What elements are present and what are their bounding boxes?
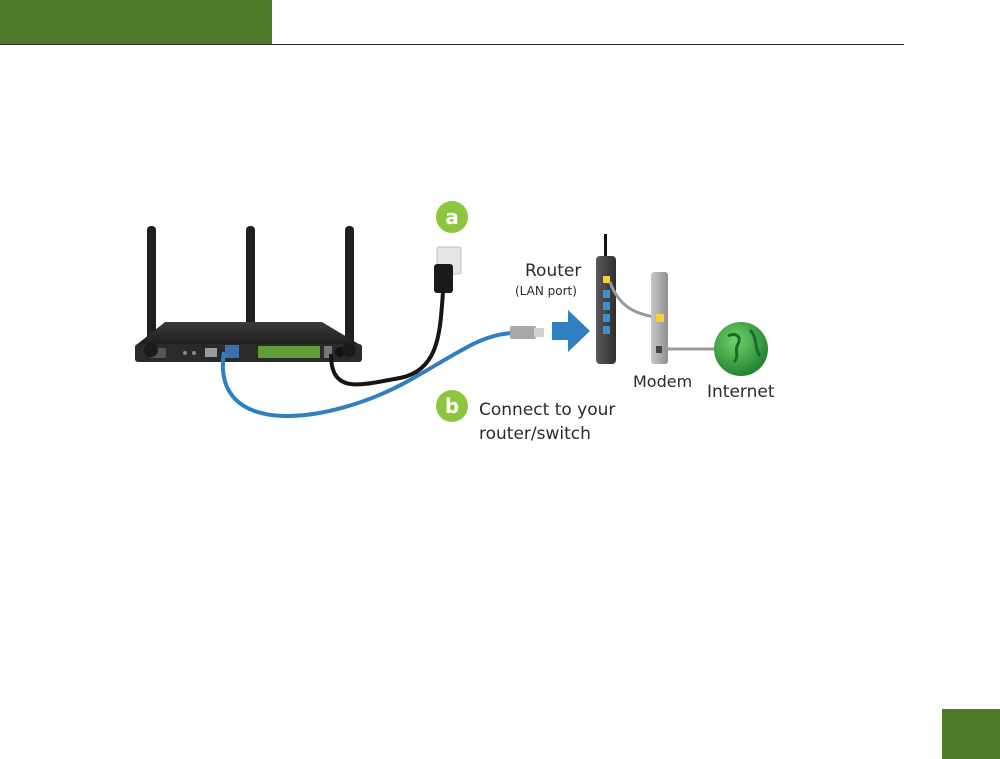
connect-instruction-line2: router/switch <box>479 424 591 444</box>
modem-label: Modem <box>633 372 692 391</box>
router-lan-port-1 <box>603 290 610 298</box>
ethernet-plug <box>510 326 536 339</box>
wan-port <box>225 345 239 358</box>
existing-router <box>596 234 616 364</box>
internet-label: Internet <box>707 382 775 402</box>
router-lan-port-2 <box>603 302 610 310</box>
modem-device <box>651 272 668 364</box>
power-adapter <box>434 264 453 293</box>
connect-instruction-line1: Connect to your <box>479 400 615 420</box>
router-body <box>135 322 362 346</box>
lan-ports <box>258 346 320 358</box>
antenna-middle <box>246 226 255 338</box>
svg-text:b: b <box>445 394 459 418</box>
router-label: Router <box>525 261 581 281</box>
internet-globe-icon <box>714 322 768 376</box>
router-lan-port-3 <box>603 314 610 322</box>
router-device <box>135 226 362 362</box>
direction-arrow <box>552 310 590 352</box>
antenna-right <box>345 226 354 354</box>
badge-b: b <box>436 390 468 422</box>
page-number-tab <box>942 709 1000 759</box>
badge-a: a <box>436 201 468 233</box>
router-lan-port-4 <box>603 326 610 334</box>
router-sublabel: (LAN port) <box>515 284 577 298</box>
svg-text:a: a <box>445 205 459 229</box>
